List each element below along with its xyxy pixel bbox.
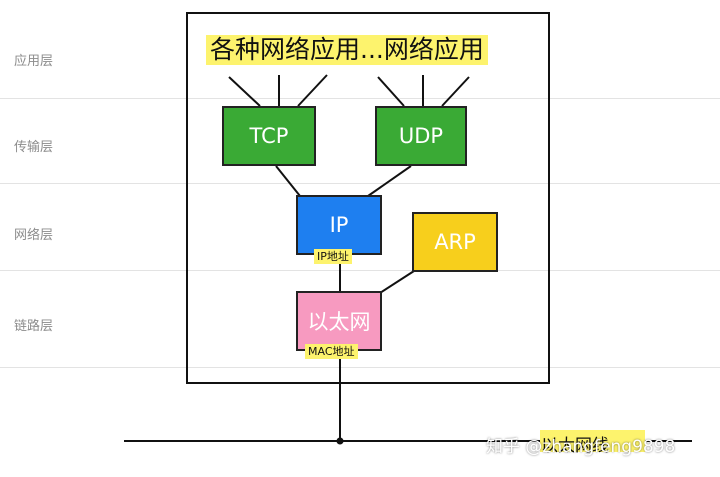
- line-tcp-ip: [275, 165, 301, 197]
- ip-box: IP: [296, 195, 382, 255]
- tcp-label: TCP: [249, 124, 289, 148]
- layer-divider-4: [0, 367, 720, 368]
- layer-divider-3: [0, 270, 720, 271]
- layer-label-link: 链路层: [14, 319, 54, 334]
- cable-junction: [336, 437, 344, 445]
- line-udp-ip: [367, 165, 412, 197]
- protocol-stack-frame: [186, 12, 550, 384]
- ethernet-box: 以太网: [296, 291, 382, 351]
- ip-label: IP: [329, 213, 349, 237]
- watermark: 知乎 @zhangfeng9898: [486, 437, 676, 457]
- arp-box: ARP: [412, 212, 498, 272]
- line-app-udp-left: [377, 76, 405, 107]
- line-app-udp-right: [441, 76, 470, 107]
- line-app-tcp-right: [297, 74, 328, 107]
- arp-label: ARP: [434, 230, 476, 254]
- line-app-tcp-left: [228, 76, 261, 107]
- ethernet-label: 以太网: [307, 310, 371, 334]
- ethernet-cable-label: 以太网线: [541, 436, 609, 456]
- line-arp-ethernet: [379, 270, 415, 294]
- layer-label-network: 网络层: [14, 228, 54, 243]
- mac-address-tag: MAC地址: [305, 344, 358, 359]
- applications-headline: 各种网络应用...网络应用: [206, 35, 488, 65]
- udp-box: UDP: [375, 106, 467, 166]
- udp-label: UDP: [398, 124, 444, 148]
- layer-label-transport: 传输层: [14, 140, 54, 155]
- layer-divider-2: [0, 183, 720, 184]
- ip-address-tag: IP地址: [314, 249, 352, 264]
- layer-label-application: 应用层: [14, 54, 54, 69]
- layer-divider-1: [0, 98, 720, 99]
- tcp-box: TCP: [222, 106, 316, 166]
- wire-label-highlight: [540, 430, 645, 452]
